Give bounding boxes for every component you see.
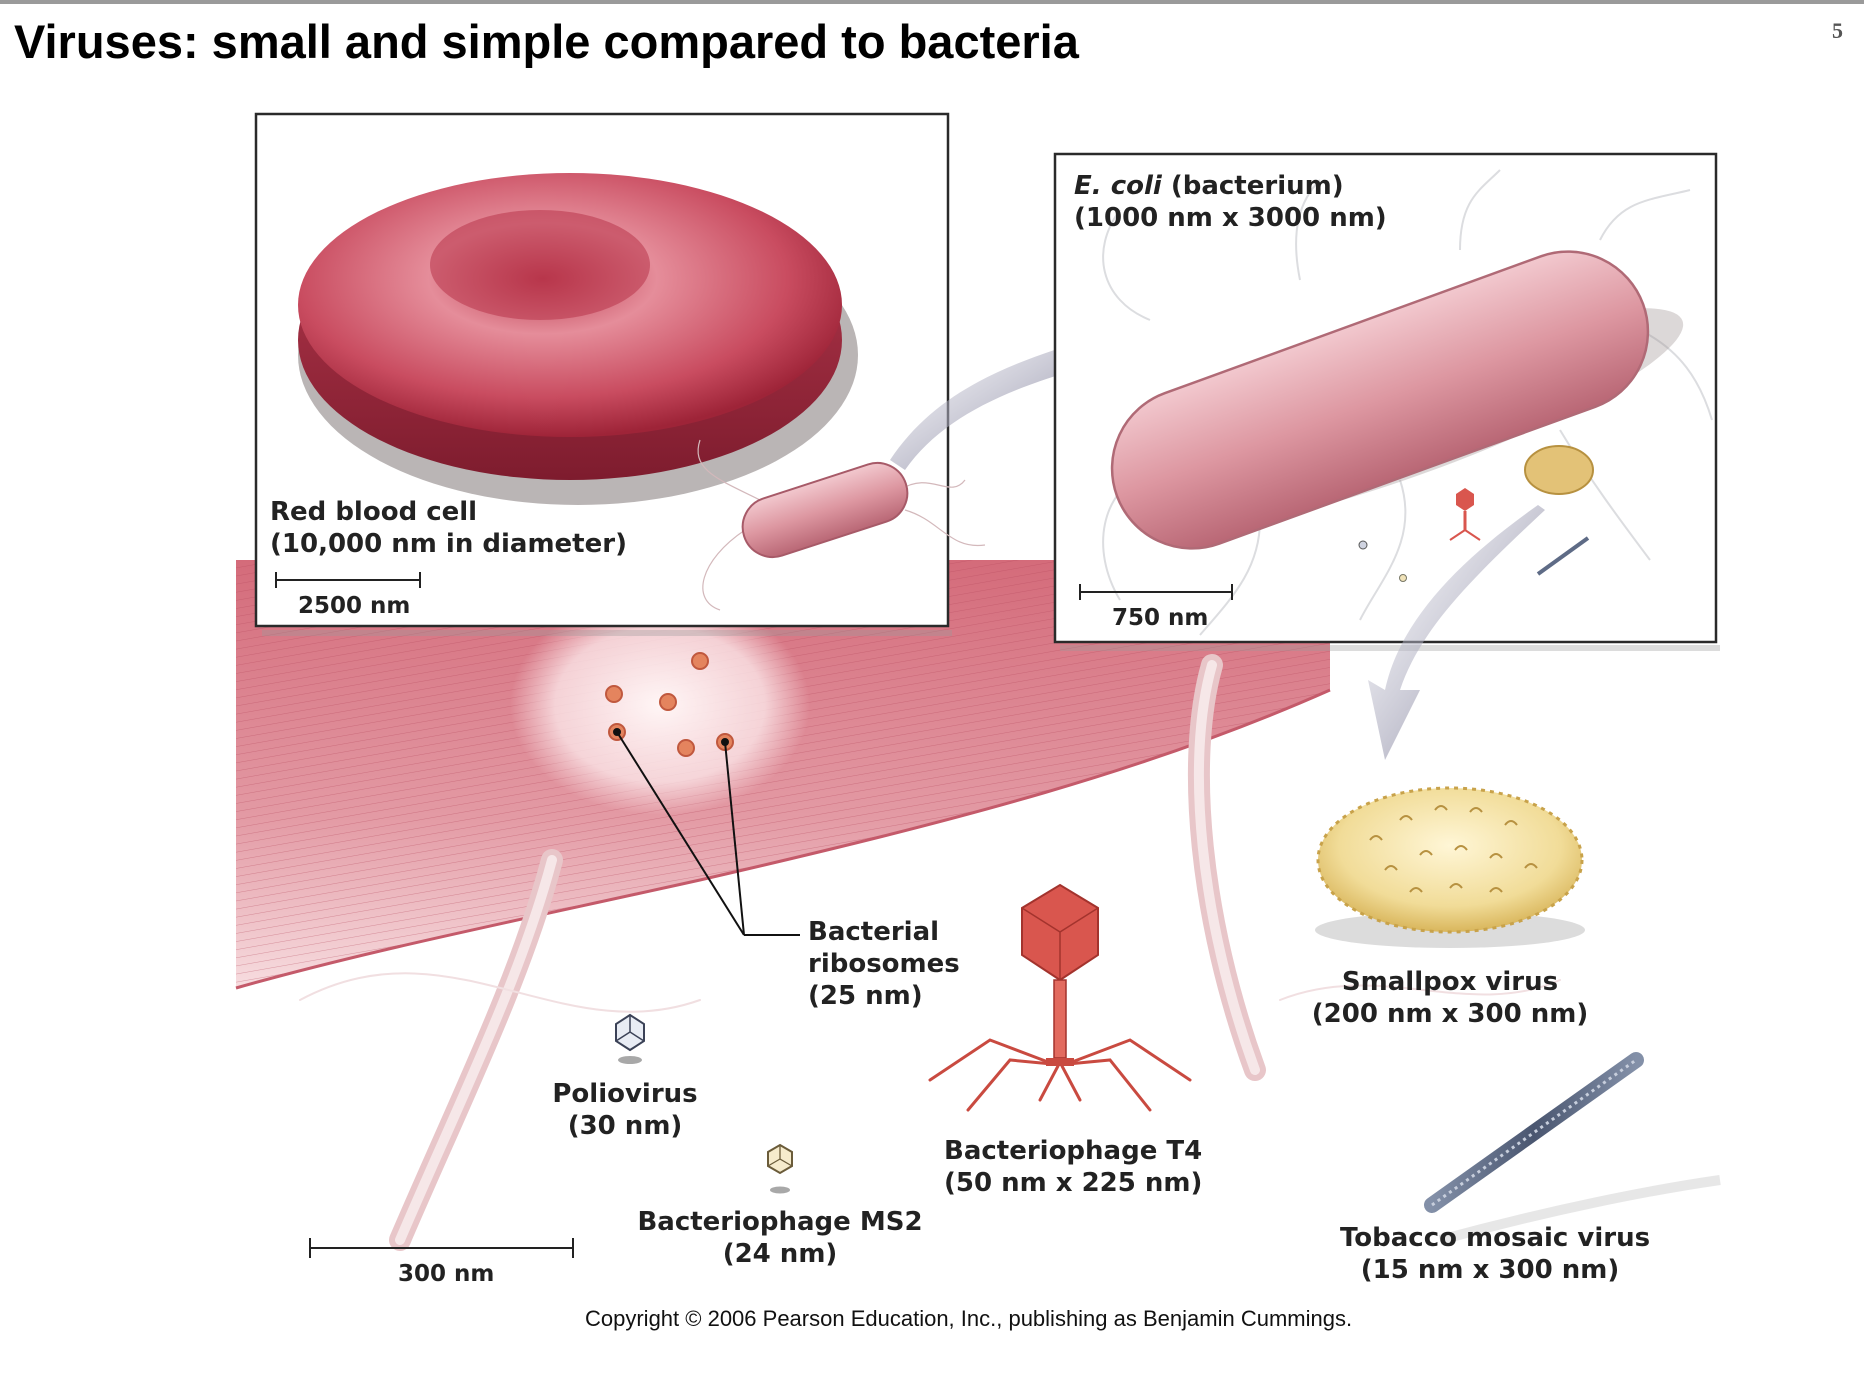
- ecoli-label-name: E. coli: [1074, 171, 1162, 201]
- zoom-arrow-to-smallpox: [1368, 505, 1545, 760]
- smallpox-label-line2: (200 nm x 300 nm): [1311, 999, 1589, 1029]
- smallpox-label-line1: Smallpox virus: [1341, 967, 1559, 997]
- ribosomes-label-line1: Bacterial: [808, 917, 940, 947]
- ecoli-bacterium-icon: [1102, 169, 1713, 636]
- ribosomes-label-line3: (25 nm): [808, 981, 923, 1011]
- ecoli-scale-bar: [1079, 584, 1233, 600]
- poliovirus-label-line2: (30 nm): [567, 1111, 683, 1141]
- ecoli-inset-small-viruses: [1358, 445, 1594, 582]
- tobacco-mosaic-virus-icon: [1424, 1052, 1721, 1245]
- main-scale-label: 300 nm: [398, 1261, 495, 1287]
- flagella-main: [299, 654, 1561, 1251]
- bacteriophage-t4-icon: [928, 883, 1192, 1112]
- t4-label: Bacteriophage T4 (50 nm x 225 nm): [944, 1135, 1202, 1199]
- rbc-scale-bar: [275, 572, 421, 588]
- ecoli-label-size: (1000 nm x 3000 nm): [1074, 203, 1387, 233]
- t4-label-line1: Bacteriophage T4: [944, 1136, 1203, 1166]
- rbc-scale-label: 2500 nm: [298, 593, 411, 619]
- ms2-label: Bacteriophage MS2 (24 nm): [630, 1206, 930, 1270]
- t4-label-line2: (50 nm x 225 nm): [944, 1168, 1203, 1198]
- rbc-label: Red blood cell (10,000 nm in diameter): [270, 496, 627, 560]
- top-rule: [0, 0, 1864, 4]
- red-blood-cell-icon: [298, 173, 858, 505]
- ribosome-leader-lines: [613, 728, 800, 936]
- poliovirus-icon: [615, 1013, 645, 1064]
- slide-title: Viruses: small and simple compared to ba…: [14, 15, 1079, 68]
- ribosomes-label: Bacterial ribosomes (25 nm): [808, 916, 960, 1012]
- ribosomes-label-line2: ribosomes: [808, 949, 960, 979]
- ms2-label-line1: Bacteriophage MS2: [637, 1207, 923, 1237]
- page-number: 5: [1832, 18, 1843, 43]
- bacterium-wall: [235, 560, 1331, 990]
- ms2-label-line2: (24 nm): [722, 1239, 838, 1269]
- poliovirus-label-line1: Poliovirus: [552, 1079, 698, 1109]
- ecoli-label-kind: (bacterium): [1170, 171, 1344, 201]
- copyright-notice: Copyright © 2006 Pearson Education, Inc.…: [585, 1306, 1353, 1331]
- ecoli-label: E. coli (bacterium) (1000 nm x 3000 nm): [1074, 170, 1387, 234]
- poliovirus-label: Poliovirus (30 nm): [525, 1078, 725, 1142]
- tmv-label-line1: Tobacco mosaic virus: [1340, 1223, 1651, 1253]
- small-bacterium-icon: [697, 439, 986, 611]
- smallpox-virus-icon: [1315, 786, 1585, 948]
- rbc-label-line2: (10,000 nm in diameter): [270, 529, 627, 559]
- tmv-label: Tobacco mosaic virus (15 nm x 300 nm): [1340, 1222, 1651, 1286]
- ecoli-scale-label: 750 nm: [1112, 605, 1209, 631]
- smallpox-label: Smallpox virus (200 nm x 300 nm): [1300, 966, 1600, 1030]
- tmv-label-line2: (15 nm x 300 nm): [1360, 1255, 1620, 1285]
- rbc-label-line1: Red blood cell: [270, 497, 478, 527]
- bacteriophage-ms2-icon: [767, 1143, 793, 1194]
- scale-bar-300nm: [309, 1238, 574, 1258]
